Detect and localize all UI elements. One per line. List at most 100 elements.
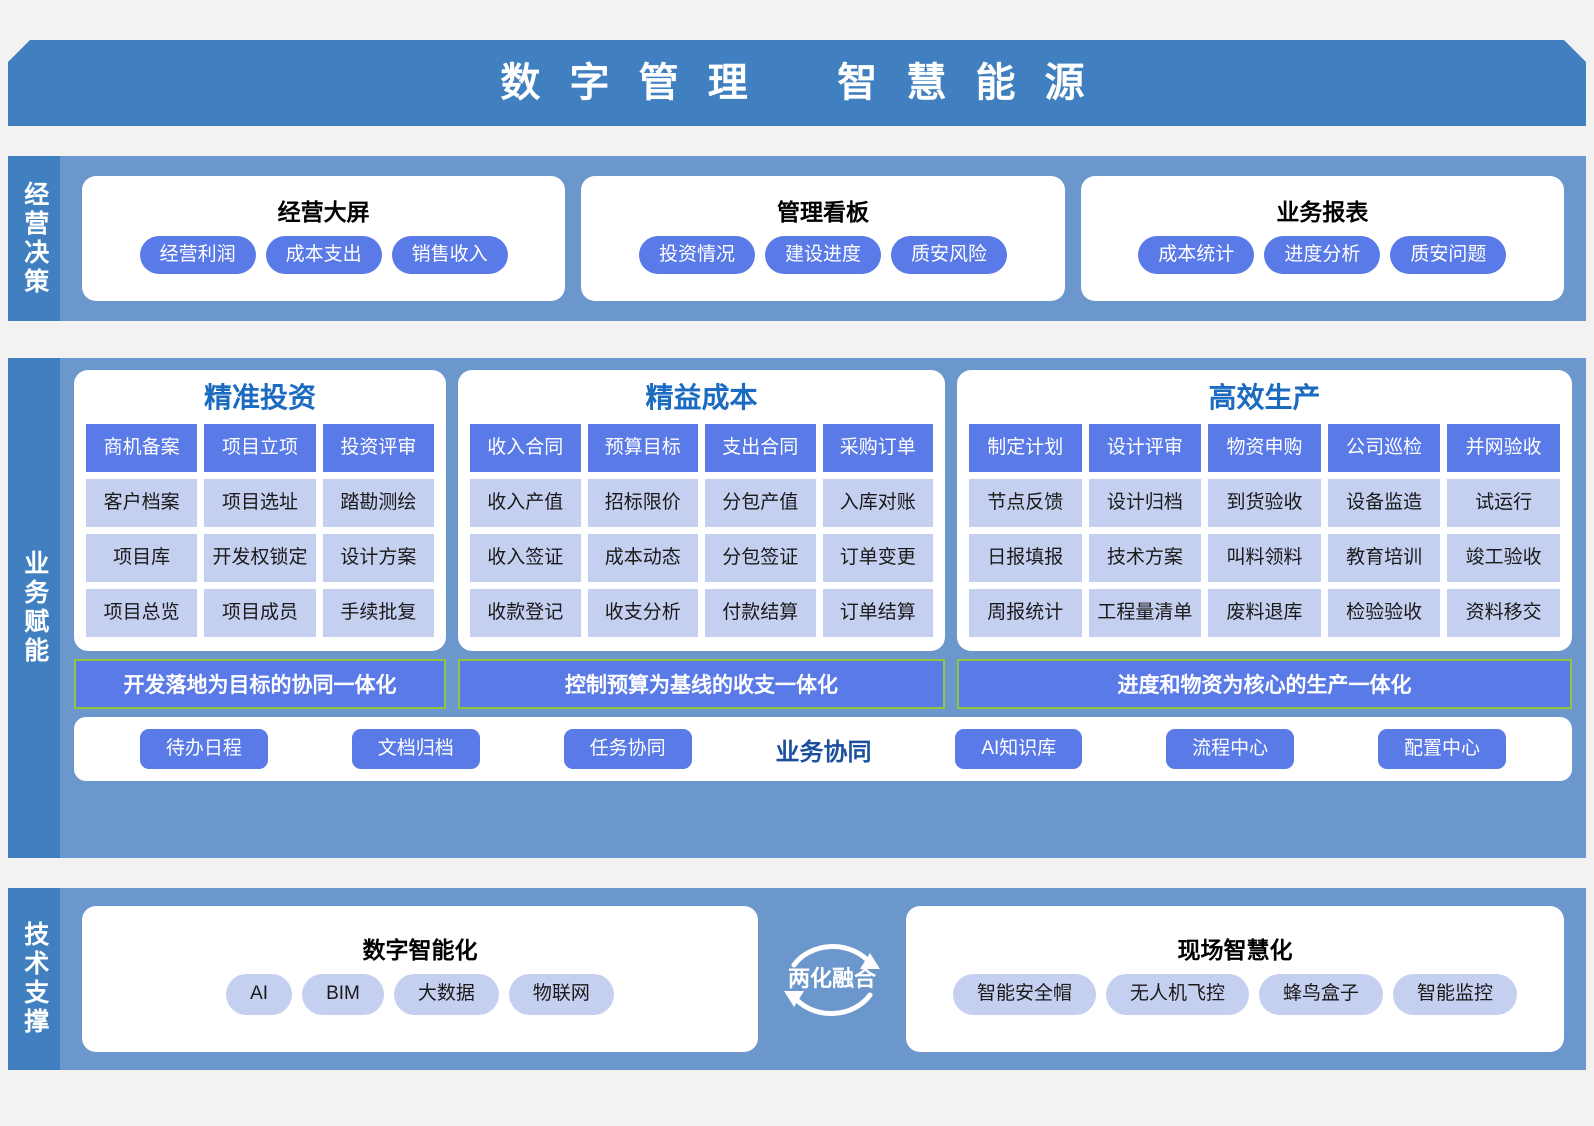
grid-cell[interactable]: 周报统计 xyxy=(969,589,1082,637)
collab-button-process-center[interactable]: 流程中心 xyxy=(1166,728,1295,770)
grid-cell[interactable]: 工程量清单 xyxy=(1088,589,1202,637)
tech-pill-drone[interactable]: 无人机飞控 xyxy=(1105,974,1249,1015)
grid-header-cell[interactable]: 采购订单 xyxy=(822,424,933,472)
grid-cell[interactable]: 项目成员 xyxy=(204,589,316,637)
tech-pill-hummingbird-box[interactable]: 蜂鸟盒子 xyxy=(1259,974,1384,1015)
grid-cell[interactable]: 手续批复 xyxy=(322,589,434,637)
tier-label-tech-support: 技术支撑 xyxy=(8,888,60,1070)
column-precise-investment: 精准投资 商机备案 项目立项 投资评审 客户档案 项目选址 踏勘测绘 xyxy=(74,370,446,651)
grid-header-cell[interactable]: 制定计划 xyxy=(969,424,1082,472)
grid-cell[interactable]: 设备监造 xyxy=(1327,479,1441,527)
pill-item[interactable]: 质安问题 xyxy=(1390,235,1507,275)
grid-header-cell[interactable]: 并网验收 xyxy=(1447,424,1560,472)
grid-cell[interactable]: 技术方案 xyxy=(1088,534,1202,582)
grid-row: 客户档案 项目选址 踏勘测绘 xyxy=(86,479,434,527)
grid-header-cell[interactable]: 预算目标 xyxy=(587,424,698,472)
panel-items: 经营利润 成本支出 销售收入 xyxy=(139,235,508,275)
grid-header-cell[interactable]: 公司巡检 xyxy=(1327,424,1441,472)
grid-cell[interactable]: 分包产值 xyxy=(705,479,816,527)
grid-cell[interactable]: 招标限价 xyxy=(587,479,698,527)
grid-header-cell[interactable]: 项目立项 xyxy=(204,424,316,472)
collab-button-config-center[interactable]: 配置中心 xyxy=(1378,728,1507,770)
pill-item[interactable]: 质安风险 xyxy=(891,235,1008,275)
tier-label-enablement: 业务赋能 xyxy=(8,358,60,858)
card-site-intelligence: 现场智慧化 智能安全帽 无人机飞控 蜂鸟盒子 智能监控 xyxy=(906,906,1564,1052)
pill-item[interactable]: 成本支出 xyxy=(265,235,382,275)
tech-pill-bim[interactable]: BIM xyxy=(302,974,384,1015)
grid-cell[interactable]: 教育培训 xyxy=(1327,534,1441,582)
collab-button-task[interactable]: 任务协同 xyxy=(563,728,692,770)
grid-row: 收入产值 招标限价 分包产值 入库对账 xyxy=(470,479,933,527)
tech-pill-ai[interactable]: AI xyxy=(226,974,293,1015)
grid-header-cell[interactable]: 物资申购 xyxy=(1208,424,1321,472)
column-title: 精准投资 xyxy=(203,382,316,413)
grid-header-cell[interactable]: 商机备案 xyxy=(86,424,198,472)
tech-pill-smart-helmet[interactable]: 智能安全帽 xyxy=(952,974,1096,1015)
grid-row: 日报填报 技术方案 叫料领料 教育培训 竣工验收 xyxy=(969,534,1560,582)
grid-cell[interactable]: 项目库 xyxy=(86,534,198,582)
column-efficient-production: 高效生产 制定计划 设计评审 物资申购 公司巡检 并网验收 节点反馈 设计归档 xyxy=(957,370,1572,651)
grid-cell[interactable]: 节点反馈 xyxy=(969,479,1082,527)
grid-header-row: 制定计划 设计评审 物资申购 公司巡检 并网验收 xyxy=(969,424,1560,472)
collaboration-label: 业务协同 xyxy=(775,738,872,766)
grid-header-cell[interactable]: 支出合同 xyxy=(705,424,816,472)
pill-item[interactable]: 经营利润 xyxy=(139,235,256,275)
tier-decision-body: 经营大屏 经营利润 成本支出 销售收入 管理看板 投资情况 建设进度 质安风险 … xyxy=(60,156,1586,321)
grid-cell[interactable]: 废料退库 xyxy=(1208,589,1321,637)
grid-row: 周报统计 工程量清单 废料退库 检验验收 资料移交 xyxy=(969,589,1560,637)
collab-button-document[interactable]: 文档归档 xyxy=(351,728,480,770)
grid-cell[interactable]: 分包签证 xyxy=(705,534,816,582)
grid-cell[interactable]: 检验验收 xyxy=(1327,589,1441,637)
column-title: 精益成本 xyxy=(645,382,758,413)
grid-cell[interactable]: 到货验收 xyxy=(1208,479,1321,527)
grid-header-cell[interactable]: 设计评审 xyxy=(1088,424,1202,472)
grid-cell[interactable]: 踏勘测绘 xyxy=(322,479,434,527)
card-items: 智能安全帽 无人机飞控 蜂鸟盒子 智能监控 xyxy=(952,974,1518,1015)
tier-label-decision: 经营决策 xyxy=(8,156,60,321)
column-lean-cost: 精益成本 收入合同 预算目标 支出合同 采购订单 收入产值 招标限价 分包产值 xyxy=(458,370,945,651)
panel-business-report[interactable]: 业务报表 成本统计 进度分析 质安问题 xyxy=(1080,176,1564,301)
integration-production: 进度和物资为核心的生产一体化 xyxy=(957,659,1572,709)
pill-item[interactable]: 进度分析 xyxy=(1264,235,1381,275)
grid-cell[interactable]: 客户档案 xyxy=(86,479,198,527)
grid-cell[interactable]: 项目总览 xyxy=(86,589,198,637)
grid-cell[interactable]: 设计方案 xyxy=(322,534,434,582)
collab-button-ai-knowledge[interactable]: AI知识库 xyxy=(955,728,1083,770)
grid-header-cell[interactable]: 收入合同 xyxy=(470,424,581,472)
pill-item[interactable]: 建设进度 xyxy=(764,235,881,275)
grid-cell[interactable]: 付款结算 xyxy=(705,589,816,637)
grid-cell[interactable]: 收支分析 xyxy=(587,589,698,637)
pill-item[interactable]: 投资情况 xyxy=(638,235,755,275)
title-banner: 数 字 管 理 智 慧 能 源 xyxy=(8,40,1586,126)
panel-operations-screen[interactable]: 经营大屏 经营利润 成本支出 销售收入 xyxy=(82,176,566,301)
grid-cell[interactable]: 试运行 xyxy=(1447,479,1560,527)
grid-cell[interactable]: 设计归档 xyxy=(1088,479,1202,527)
grid-cell[interactable]: 叫料领料 xyxy=(1208,534,1321,582)
grid-header-cell[interactable]: 投资评审 xyxy=(322,424,434,472)
tech-pill-smart-monitor[interactable]: 智能监控 xyxy=(1393,974,1518,1015)
panel-management-board[interactable]: 管理看板 投资情况 建设进度 质安风险 xyxy=(581,176,1065,301)
collab-button-todo[interactable]: 待办日程 xyxy=(139,728,268,770)
card-digital-intelligence: 数字智能化 AI BIM 大数据 物联网 xyxy=(82,906,758,1052)
grid-cell[interactable]: 日报填报 xyxy=(969,534,1082,582)
grid-cell[interactable]: 订单结算 xyxy=(822,589,933,637)
grid-cell[interactable]: 订单变更 xyxy=(822,534,933,582)
grid-header-row: 收入合同 预算目标 支出合同 采购订单 xyxy=(470,424,933,472)
grid-row: 收款登记 收支分析 付款结算 订单结算 xyxy=(470,589,933,637)
grid-cell[interactable]: 竣工验收 xyxy=(1447,534,1560,582)
grid-cell[interactable]: 成本动态 xyxy=(587,534,698,582)
grid-cell[interactable]: 资料移交 xyxy=(1447,589,1560,637)
tech-pill-bigdata[interactable]: 大数据 xyxy=(393,974,499,1015)
grid-cell[interactable]: 项目选址 xyxy=(204,479,316,527)
grid-cell[interactable]: 入库对账 xyxy=(822,479,933,527)
pill-item[interactable]: 销售收入 xyxy=(391,235,508,275)
tech-pill-iot[interactable]: 物联网 xyxy=(508,974,614,1015)
integration-cost: 控制预算为基线的收支一体化 xyxy=(458,659,945,709)
grid-cell[interactable]: 收入产值 xyxy=(470,479,581,527)
grid-cell[interactable]: 开发权锁定 xyxy=(204,534,316,582)
grid-cell[interactable]: 收入签证 xyxy=(470,534,581,582)
grid-cell[interactable]: 收款登记 xyxy=(470,589,581,637)
pill-item[interactable]: 成本统计 xyxy=(1138,235,1255,275)
tier-tech-support: 技术支撑 数字智能化 AI BIM 大数据 物联网 两化融合 xyxy=(8,888,1586,1070)
tier-tech-body: 数字智能化 AI BIM 大数据 物联网 两化融合 现场智慧化 xyxy=(60,888,1586,1070)
